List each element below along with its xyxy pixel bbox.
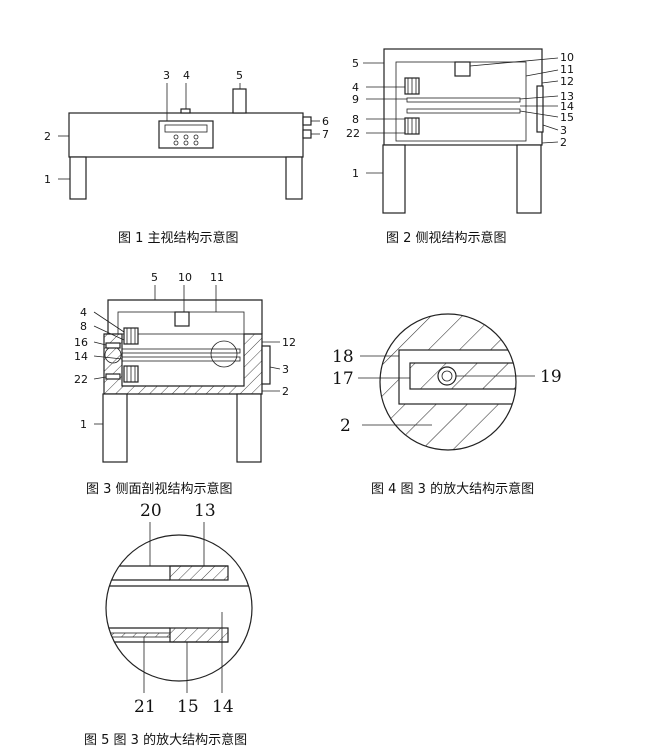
- label-11: 11: [210, 271, 224, 284]
- label-3: 3: [282, 363, 289, 376]
- label-6: 6: [322, 115, 329, 128]
- caption-fig3: 图 3 侧面剖视结构示意图: [86, 481, 233, 497]
- rail-15: [169, 627, 229, 643]
- label-3: 3: [163, 69, 170, 82]
- label-4: 4: [352, 81, 359, 94]
- label-1: 1: [352, 167, 359, 180]
- label-4: 4: [183, 69, 190, 82]
- detail-circle-b: [210, 340, 238, 368]
- left-leg: [382, 144, 406, 214]
- connector-7: [302, 129, 312, 139]
- element-16: [105, 342, 121, 349]
- gear-assembly-upper: [123, 327, 139, 345]
- label-22: 22: [74, 373, 88, 386]
- label-13: 13: [194, 501, 216, 521]
- left-leg: [69, 156, 87, 200]
- label-18: 18: [332, 347, 354, 367]
- caption-fig1: 图 1 主视结构示意图: [118, 230, 239, 246]
- label-1: 1: [44, 173, 51, 186]
- label-5: 5: [236, 69, 243, 82]
- figure-4-enlarged-view: 18 17 19 2 图 4 图 3 的放大结构示意图: [332, 313, 562, 497]
- label-20: 20: [140, 501, 162, 521]
- label-14: 14: [74, 350, 88, 363]
- label-13: 13: [560, 90, 574, 103]
- label-15: 15: [177, 697, 199, 717]
- label-19: 19: [540, 367, 562, 387]
- label-2: 2: [44, 130, 51, 143]
- label-2: 2: [560, 136, 567, 149]
- label-12: 12: [560, 75, 574, 88]
- label-14: 14: [560, 100, 574, 113]
- gear-assembly-lower: [404, 117, 420, 135]
- caption-fig5: 图 5 图 3 的放大结构示意图: [84, 732, 247, 748]
- right-leg: [516, 144, 542, 214]
- gear-assembly-upper: [404, 77, 420, 95]
- label-8: 8: [352, 113, 359, 126]
- panel-buttons: [173, 134, 199, 146]
- hood-5: [107, 299, 263, 334]
- label-14: 14: [212, 697, 234, 717]
- label-22: 22: [346, 127, 360, 140]
- strip-21: [106, 632, 171, 638]
- label-8: 8: [80, 320, 87, 333]
- rail-13: [169, 565, 229, 581]
- label-5: 5: [151, 271, 158, 284]
- top-box: [232, 88, 247, 114]
- connector-6: [302, 116, 312, 126]
- side-box-3: [536, 85, 544, 133]
- caption-fig2: 图 2 侧视结构示意图: [386, 230, 507, 246]
- right-leg: [236, 393, 262, 463]
- figure-3-section-view: 4 8 16 14 22 1 5 10 11 12 3 2 图 3 侧面剖视结构…: [74, 271, 296, 497]
- enlarge-circle: [379, 313, 517, 451]
- gear-assembly-lower: [123, 365, 139, 383]
- label-4: 4: [80, 306, 87, 319]
- figure-1-front-view: 1 2 3 4 5 6 7 图 1 主视结构示意图: [44, 69, 329, 246]
- label-12: 12: [282, 336, 296, 349]
- caption-fig4: 图 4 图 3 的放大结构示意图: [371, 481, 534, 497]
- label-15: 15: [560, 111, 574, 124]
- label-16: 16: [74, 336, 88, 349]
- fan-element: [180, 108, 191, 114]
- control-panel: [158, 120, 214, 149]
- element-22: [105, 373, 121, 380]
- label-5: 5: [352, 57, 359, 70]
- label-1: 1: [80, 418, 87, 431]
- enlarge-circle: [105, 534, 253, 682]
- label-11: 11: [560, 63, 574, 76]
- label-17: 17: [332, 369, 354, 389]
- rail-upper: [121, 348, 241, 354]
- ball-19: [437, 366, 457, 386]
- label-10: 10: [178, 271, 192, 284]
- hatched-base-2: [104, 334, 262, 394]
- label-3: 3: [560, 124, 567, 137]
- left-leg: [102, 393, 128, 463]
- rail-14: [121, 356, 241, 362]
- label-7: 7: [322, 128, 329, 141]
- top-unit-10: [454, 61, 471, 77]
- figure-5-enlarged-view: 20 13 21 15 14 图 5 图 3 的放大结构示意图: [84, 501, 253, 748]
- label-21: 21: [134, 697, 156, 717]
- label-2: 2: [340, 416, 351, 436]
- rail-13: [406, 97, 521, 103]
- figure-2-side-view: 5 4 9 8 22 1 10 11 12 13 14 15 3 2 图 2 侧…: [346, 48, 574, 246]
- top-unit-10: [174, 311, 190, 327]
- label-10: 10: [560, 51, 574, 64]
- label-9: 9: [352, 93, 359, 106]
- panel-display: [164, 124, 208, 133]
- label-2: 2: [282, 385, 289, 398]
- side-box-3: [261, 345, 271, 385]
- right-leg: [285, 156, 303, 200]
